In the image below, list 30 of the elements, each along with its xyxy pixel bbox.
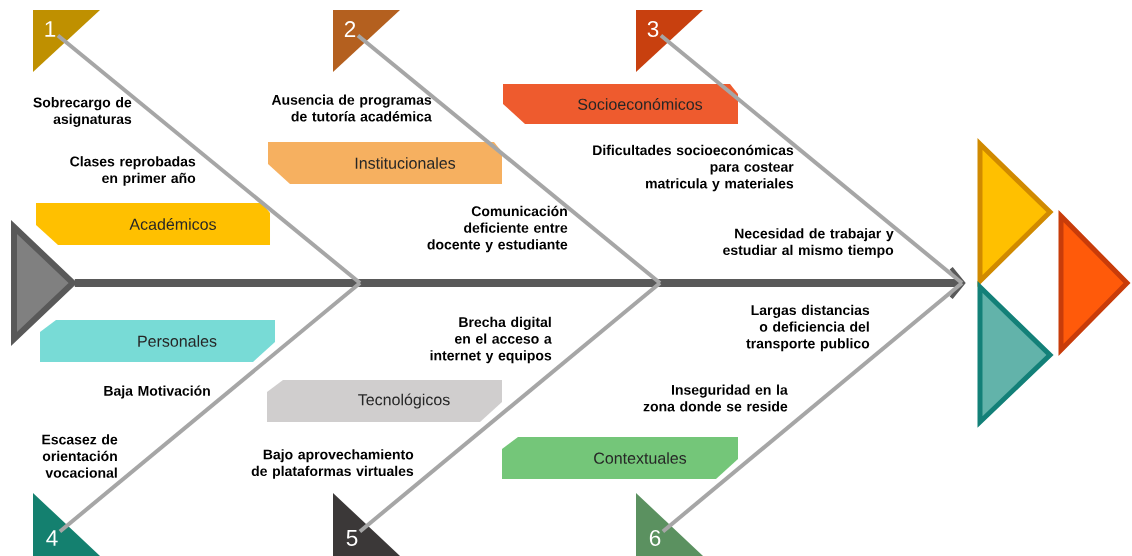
cause-text: Dificultades socioeconómicas para costear matricula y materiales [593,144,794,192]
cause-text: Brecha digital en el acceso a internet y equipos [430,316,552,364]
cause-text: Sobrecargo de asignaturas [33,97,132,127]
number-flag: 3 [636,10,703,72]
cause-text: Largas distancias o deficiencia del transporte publico [746,304,870,352]
cause-text: Baja Motivación [104,385,210,399]
bone-line [356,33,662,285]
bone-line [659,33,964,285]
cause-text: Bajo aprovechamiento de plataformas virtuales [251,449,414,479]
cause-text: Inseguridad en la zona donde se reside [643,384,788,412]
cause-text: Necesidad de trabajar y estudiar al mismo tiempo [723,228,894,258]
category-band: Académicos [36,203,270,245]
number-flag: 2 [333,10,400,72]
category-band: Institucionales [268,142,502,184]
number-flag: 1 [33,10,100,72]
cause-text: Clases reprobadas en primer año [70,156,196,186]
number-flag: 5 [333,493,400,556]
category-band: Personales [40,320,275,362]
bone-line [358,281,662,533]
cause-text: Ausencia de programas de tutoría académica [271,94,432,122]
category-band: Contextuales [502,437,738,479]
number-flag: 6 [636,493,703,556]
cause-text: Comunicación deficiente entre docente y estudiante [427,205,568,253]
bone-line [661,281,964,533]
bone-line [56,33,362,285]
number-flag: 4 [33,493,100,556]
bone-line [58,281,362,533]
category-band: Tecnológicos [267,380,502,422]
cause-text: Escasez de orientación vocacional [42,434,118,478]
category-band: Socioeconómicos [503,84,738,124]
